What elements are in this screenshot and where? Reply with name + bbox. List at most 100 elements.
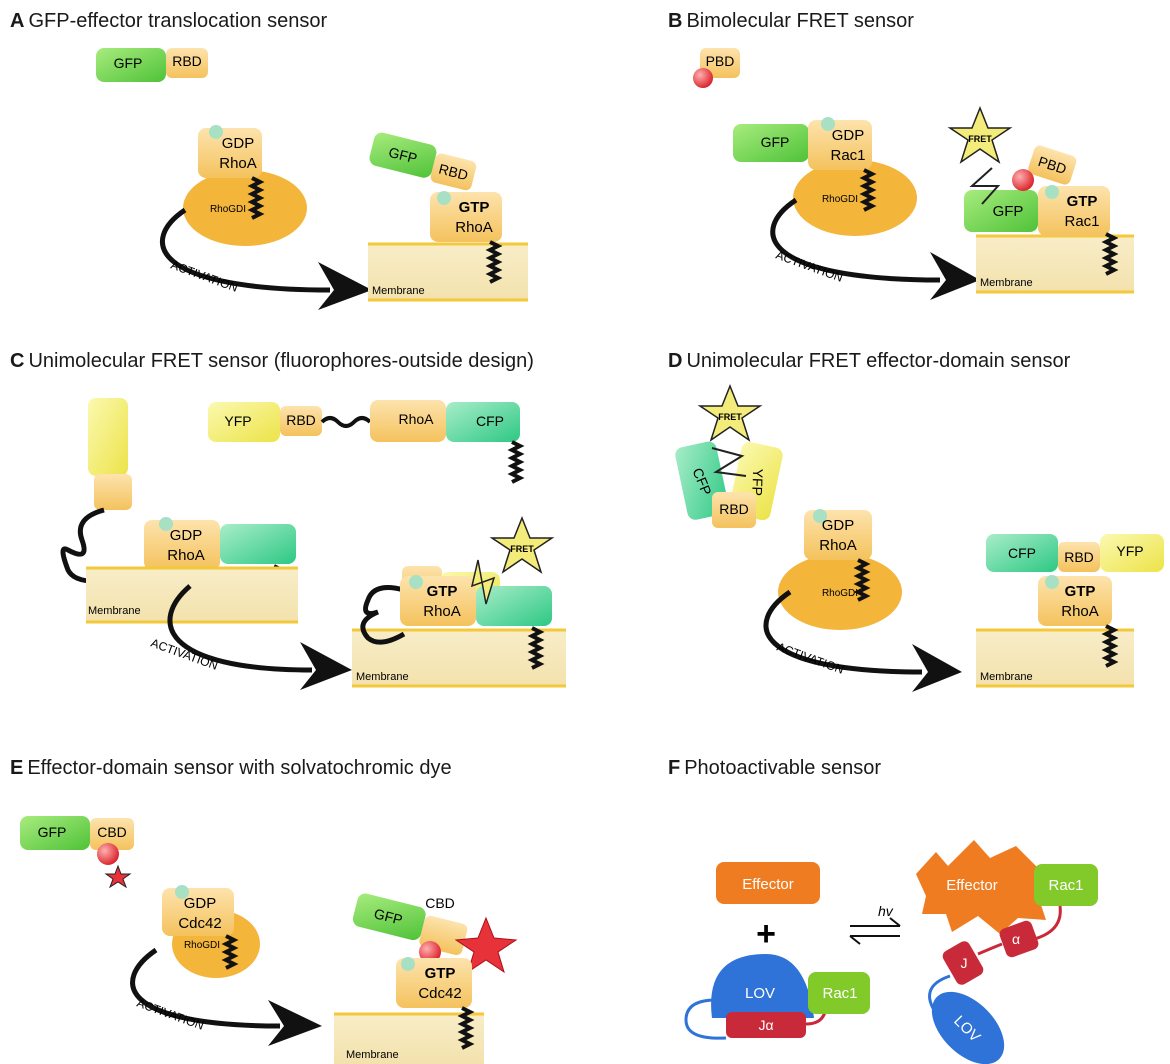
fret-label: FRET <box>718 412 742 422</box>
rbd-label: RBD <box>1064 549 1094 565</box>
lipid-anchor <box>485 240 503 284</box>
rbd-domain <box>166 48 208 78</box>
lov-domain <box>711 954 814 1018</box>
nucleotide-icon <box>1045 575 1059 589</box>
lipid-anchor <box>859 168 877 212</box>
arrow-head <box>912 644 962 692</box>
lipid-anchor <box>247 176 265 220</box>
rac1-domain <box>808 972 870 1014</box>
rhoa-label: RhoA <box>819 537 857 554</box>
activation-label: ACTIVATION <box>774 248 845 285</box>
gfp-label: GFP <box>38 824 67 840</box>
linker <box>320 416 372 428</box>
fret-star-icon <box>697 383 763 442</box>
effector-burst-icon <box>916 840 1050 934</box>
effector-label: Effector <box>742 876 793 893</box>
yfp-domain <box>208 402 280 442</box>
rhoa-label: RhoA <box>455 219 493 236</box>
ja-label: Jα <box>758 1017 773 1033</box>
activation-label: ACTIVATION <box>775 640 846 677</box>
lipid-anchor <box>527 626 545 670</box>
membrane-label: Membrane <box>88 605 141 617</box>
gtp-label: GTP <box>427 583 458 600</box>
lipid-anchor <box>1101 624 1119 668</box>
rbd-domain <box>94 474 132 510</box>
lipid-anchor <box>457 1006 475 1050</box>
rbd-domain <box>280 406 322 436</box>
rbd-domain <box>712 492 756 528</box>
pbd-domain <box>1028 145 1077 185</box>
alpha-label: α <box>1012 931 1020 947</box>
panel-b: PBD RhoGDI GFP GDP Rac1 ACTIVATION Membr… <box>693 48 1134 300</box>
cfp-domain <box>446 402 520 442</box>
activation-label: ACTIVATION <box>135 996 206 1033</box>
cfp-domain <box>220 524 296 564</box>
gfp-domain <box>352 893 426 941</box>
cdc42-gtpase <box>162 888 234 936</box>
cdc42-gtpase <box>396 958 472 1008</box>
nucleotide-icon <box>813 509 827 523</box>
gtp-label: GTP <box>1067 193 1098 210</box>
acceptor-dye-icon <box>693 68 713 88</box>
rac1-gtpase <box>808 120 872 170</box>
gfp-domain <box>964 190 1038 232</box>
linker <box>60 507 139 584</box>
activation-label: ACTIVATION <box>149 636 220 673</box>
fret-star-icon <box>489 515 555 574</box>
cfp-domain <box>476 586 552 626</box>
gtp-label: GTP <box>425 965 456 982</box>
membrane-label: Membrane <box>980 671 1033 683</box>
pbd-domain <box>700 48 740 78</box>
gfp-domain <box>369 132 437 178</box>
alpha-helix-segment <box>999 920 1039 958</box>
rbd-domain <box>430 153 477 191</box>
activation-arrow <box>167 584 313 673</box>
activation-arrow <box>770 197 941 283</box>
ja-helix <box>726 1012 806 1038</box>
gfp-domain <box>20 816 90 850</box>
gfp-domain <box>96 48 166 82</box>
rac1-label: Rac1 <box>822 985 857 1002</box>
gtp-label: GTP <box>1065 583 1096 600</box>
plus-sign: + <box>756 915 776 953</box>
rhogdi-label: RhoGDI <box>822 194 858 205</box>
rbd-label: RBD <box>437 161 470 184</box>
nucleotide-icon <box>1045 185 1059 199</box>
gfp-label: GFP <box>993 203 1024 220</box>
rhogdi-label: RhoGDI <box>210 204 246 215</box>
j-label: J <box>961 955 968 971</box>
rbd-label: RBD <box>172 53 202 69</box>
nucleotide-icon <box>159 517 173 531</box>
gfp-domain <box>733 124 809 162</box>
acceptor-dye-icon <box>1012 169 1034 191</box>
panel-a: GFP RBD RhoGDI GDP RhoA ACTIVATION Membr… <box>96 48 528 310</box>
cfp-domain <box>986 534 1058 572</box>
solvatochromic-dye-icon <box>419 941 441 963</box>
rbd-domain <box>1058 542 1100 572</box>
rhoa-label: RhoA <box>219 155 257 172</box>
gdp-label: GDP <box>822 517 855 534</box>
rac1-domain <box>1034 864 1098 906</box>
yfp-domain <box>1100 534 1164 572</box>
lipid-anchor <box>507 440 525 484</box>
membrane-label: Membrane <box>356 671 409 683</box>
hv-label: hv <box>878 903 894 919</box>
panel-f: Effector + LOV Jα Rac1 hv Effector Rac1 … <box>684 840 1098 1064</box>
membrane <box>368 244 528 300</box>
rhoa-gtpase <box>144 520 220 570</box>
rhoa-gtpase <box>430 192 502 242</box>
rhoa-label: RhoA <box>398 411 434 427</box>
solvatochromic-dye-icon <box>97 843 119 865</box>
gdp-label: GDP <box>832 127 865 144</box>
fret-bolt-icon <box>470 559 496 605</box>
cfp-label: CFP <box>1008 545 1036 561</box>
panel-e: GFP CBD RhoGDI GDP Cdc42 ACTIVATION Memb… <box>20 816 518 1064</box>
rac1-label: Rac1 <box>830 147 865 164</box>
activation-arrow <box>130 947 281 1029</box>
nucleotide-icon <box>409 575 423 589</box>
rbd-label: RBD <box>286 412 316 428</box>
lov-label: LOV <box>745 985 775 1002</box>
